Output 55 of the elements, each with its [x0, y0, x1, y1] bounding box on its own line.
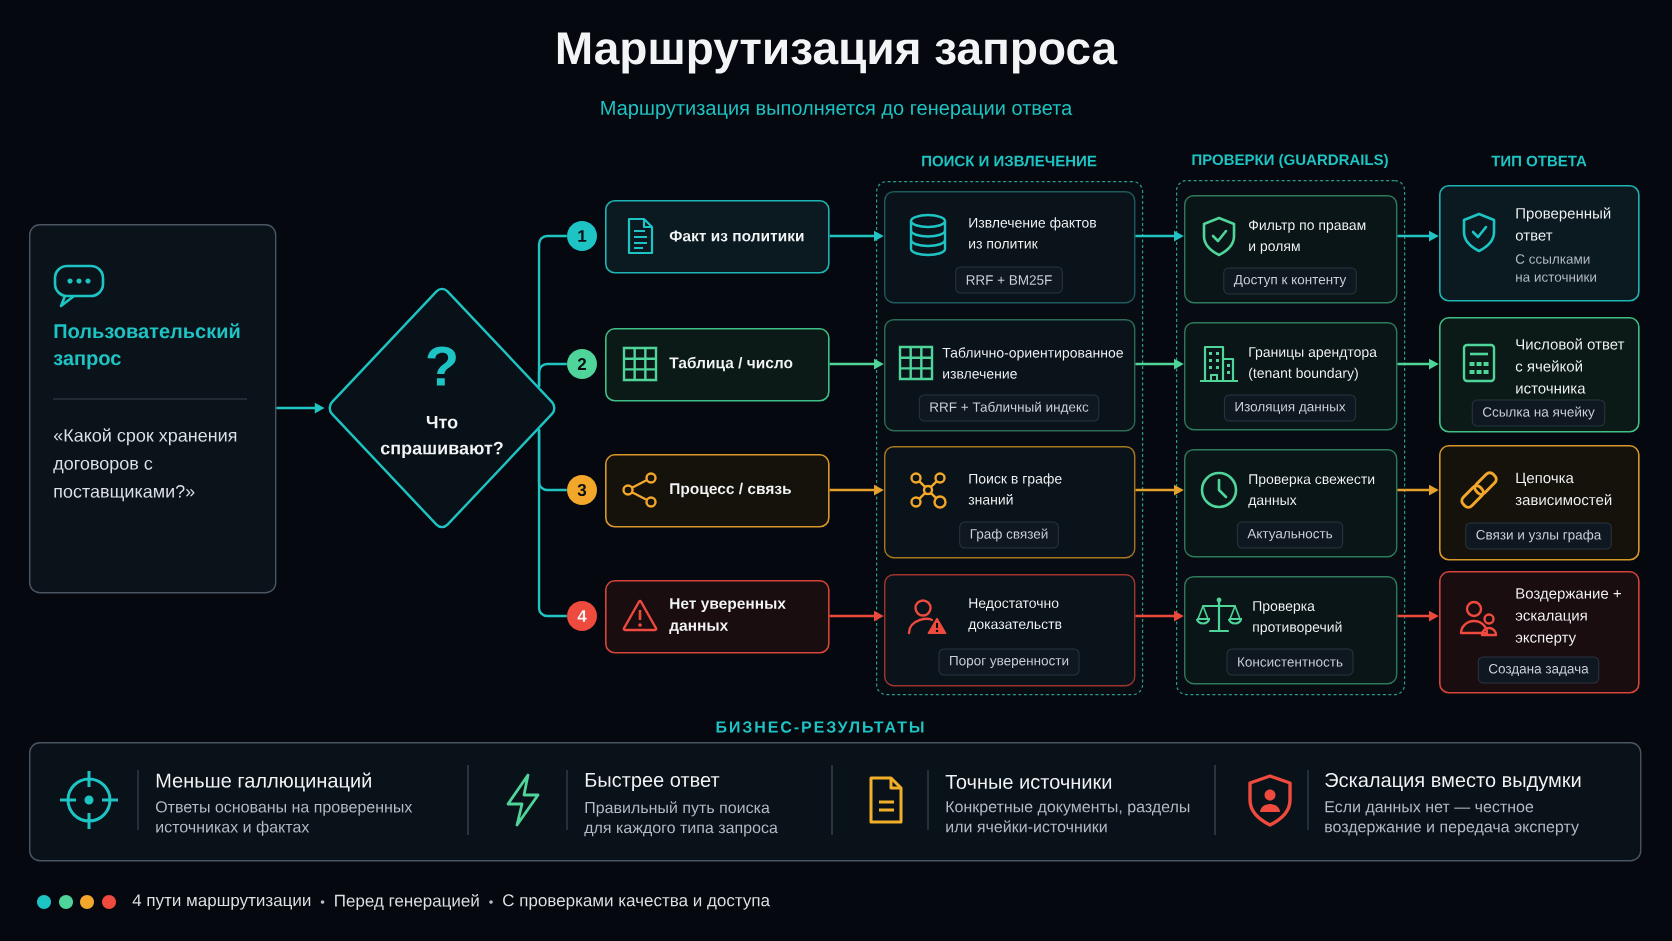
answer-note: С ссылками на источники: [1515, 254, 1596, 282]
result-text: Ответы основаны на проверенных источниках и фактах: [155, 801, 413, 836]
result-heading: Быстрее ответ: [585, 773, 720, 791]
tag-chip: Граф связей: [959, 521, 1059, 549]
footer-text: 4 пути маршрутизации: [132, 894, 311, 910]
result-heading: Эскалация вместо выдумки: [1325, 772, 1581, 792]
number-badge: 2: [567, 349, 597, 379]
tag-chip: Актуальность: [1236, 521, 1344, 549]
query-text: «Какой срок хранения договоров с поставщиками?»: [53, 428, 237, 502]
number-badge: 1: [567, 221, 597, 251]
answer-title: Проверенный ответ: [1515, 207, 1611, 241]
subtitle: Маршрутизация выполняется до генерации ответа: [601, 101, 1073, 119]
answer-title: Цепочка зависимостей: [1515, 472, 1612, 506]
column-heading: ТИП ОТВЕТА: [1491, 155, 1587, 167]
result-text: Если данных нет — честное воздержание и передача эксперту: [1325, 801, 1579, 836]
question-mark: ?: [427, 346, 456, 386]
tag-chip: Порог уверенности: [938, 648, 1080, 676]
route-label: Нет уверенных данных: [669, 598, 786, 634]
result-text: Правильный путь поиска для каждого типа запроса: [584, 801, 778, 837]
column-heading: ПОИСК И ИЗВЛЕЧЕНИЕ: [922, 155, 1097, 167]
answer-title: Числовой ответ с ячейкой источника: [1515, 338, 1625, 394]
footer-text: С проверками качества и доступа: [503, 894, 770, 910]
card-title: Проверка свежести данных: [1248, 474, 1375, 508]
card-title: Таблично-ориентированное извлечение: [942, 347, 1123, 379]
number-badge: 3: [567, 475, 597, 505]
result-heading: Меньше галлюцинаций: [156, 772, 371, 792]
tag-chip: Изоляция данных: [1223, 394, 1357, 422]
card-title: Проверка противоречий: [1253, 601, 1342, 635]
query-heading: Пользовательский запрос: [53, 323, 240, 370]
tag-chip: RRF + Табличный индекс: [918, 394, 1100, 422]
card-title: Извлечение фактов из политик: [969, 217, 1097, 249]
tag-chip: Ссылка на ячейку: [1471, 399, 1606, 427]
card-title: Поиск в графе знаний: [968, 473, 1062, 505]
route-label: Факт из политики: [669, 230, 804, 242]
tag-chip: Создана задача: [1477, 656, 1600, 684]
card-title: Недостаточно доказательств: [968, 598, 1062, 632]
tag-chip: Доступ к контенту: [1223, 267, 1357, 295]
route-label: Процесс / связь: [670, 482, 791, 498]
number-badge: 4: [567, 601, 597, 631]
tag-chip: RRF + BM25F: [955, 266, 1063, 294]
result-text: Конкретные документы, разделы или ячейки-источники: [946, 801, 1190, 833]
card-title: Границы арендтора (tenant boundary): [1249, 347, 1377, 381]
title: Маршрутизация запроса: [557, 32, 1118, 74]
route-label: Таблица / число: [669, 356, 793, 372]
section-heading: БИЗНЕС-РЕЗУЛЬТАТЫ: [716, 721, 924, 733]
tag-chip: Связи и узлы графа: [1465, 522, 1612, 550]
result-heading: Точные источники: [945, 775, 1112, 789]
connector-line: [537, 362, 567, 387]
connector-line: [537, 429, 567, 618]
decision-label: Что спрашивают?: [380, 415, 503, 459]
card-title: Фильтр по правам и ролям: [1249, 220, 1366, 254]
column-heading: ПРОВЕРКИ (GUARDRAILS): [1192, 154, 1388, 168]
answer-title: Воздержание + эскалация эксперту: [1515, 588, 1621, 646]
footer-text: Перед генерацией: [335, 893, 479, 911]
tag-chip: Консистентность: [1226, 648, 1354, 676]
